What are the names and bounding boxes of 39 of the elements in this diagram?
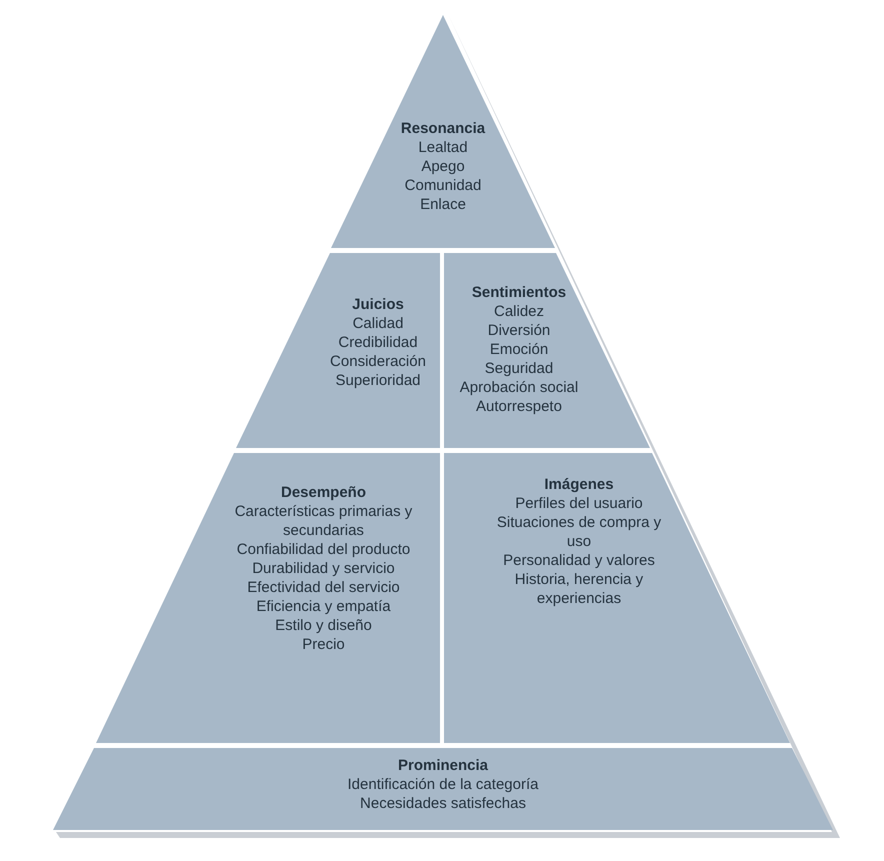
pyramid-tier [331, 15, 555, 248]
tier-item: Precio [301, 635, 346, 654]
tier-item: Historia, herencia y experiencias [514, 570, 644, 608]
tier-item: Lealtad [417, 138, 469, 157]
pyramid-tier [53, 748, 833, 830]
tier-item: Calidad [352, 314, 404, 333]
tier-heading: Prominencia [396, 756, 490, 775]
tier-item: Necesidades satisfechas [359, 794, 527, 813]
tier-item: Situaciones de compra y uso [496, 513, 662, 551]
tier-item: Diversión [486, 321, 552, 340]
tier-item: Durabilidad y servicio [251, 559, 396, 578]
tier-heading: Resonancia [400, 119, 486, 138]
tier-heading: Juicios [351, 295, 405, 314]
tier-item: Efectividad del servicio [246, 578, 401, 597]
pyramid-tier [96, 453, 440, 743]
tier-item: Comunidad [404, 176, 482, 195]
tier-item: Perfiles del usuario [514, 494, 644, 513]
tier-item: Emoción [488, 340, 550, 359]
tier-item: Consideración [329, 352, 427, 371]
tier-item: Confiabilidad del producto [236, 540, 412, 559]
tier-item: Calidez [492, 302, 546, 321]
tier-heading: Desempeño [280, 483, 368, 502]
tier-item: Superioridad [334, 371, 422, 390]
tier-item: Estilo y diseño [274, 616, 373, 635]
tier-item: Características primarias y secundarias [234, 502, 414, 540]
tier-item: Seguridad [484, 359, 554, 378]
tier-item: Aprobación social [458, 378, 580, 397]
tier-item: Eficiencia y empatía [255, 597, 392, 616]
tier-heading: Sentimientos [470, 283, 568, 302]
tier-item: Autorrespeto [475, 397, 563, 416]
tier-item: Enlace [419, 195, 467, 214]
tier-item: Personalidad y valores [502, 551, 656, 570]
pyramid-tier [236, 253, 440, 448]
tier-item: Apego [420, 157, 466, 176]
tier-heading: Imágenes [543, 475, 615, 494]
pyramid-tier [444, 253, 650, 448]
pyramid-tier [444, 453, 790, 743]
tier-item: Credibilidad [337, 333, 419, 352]
tier-item: Identificación de la categoría [346, 775, 540, 794]
